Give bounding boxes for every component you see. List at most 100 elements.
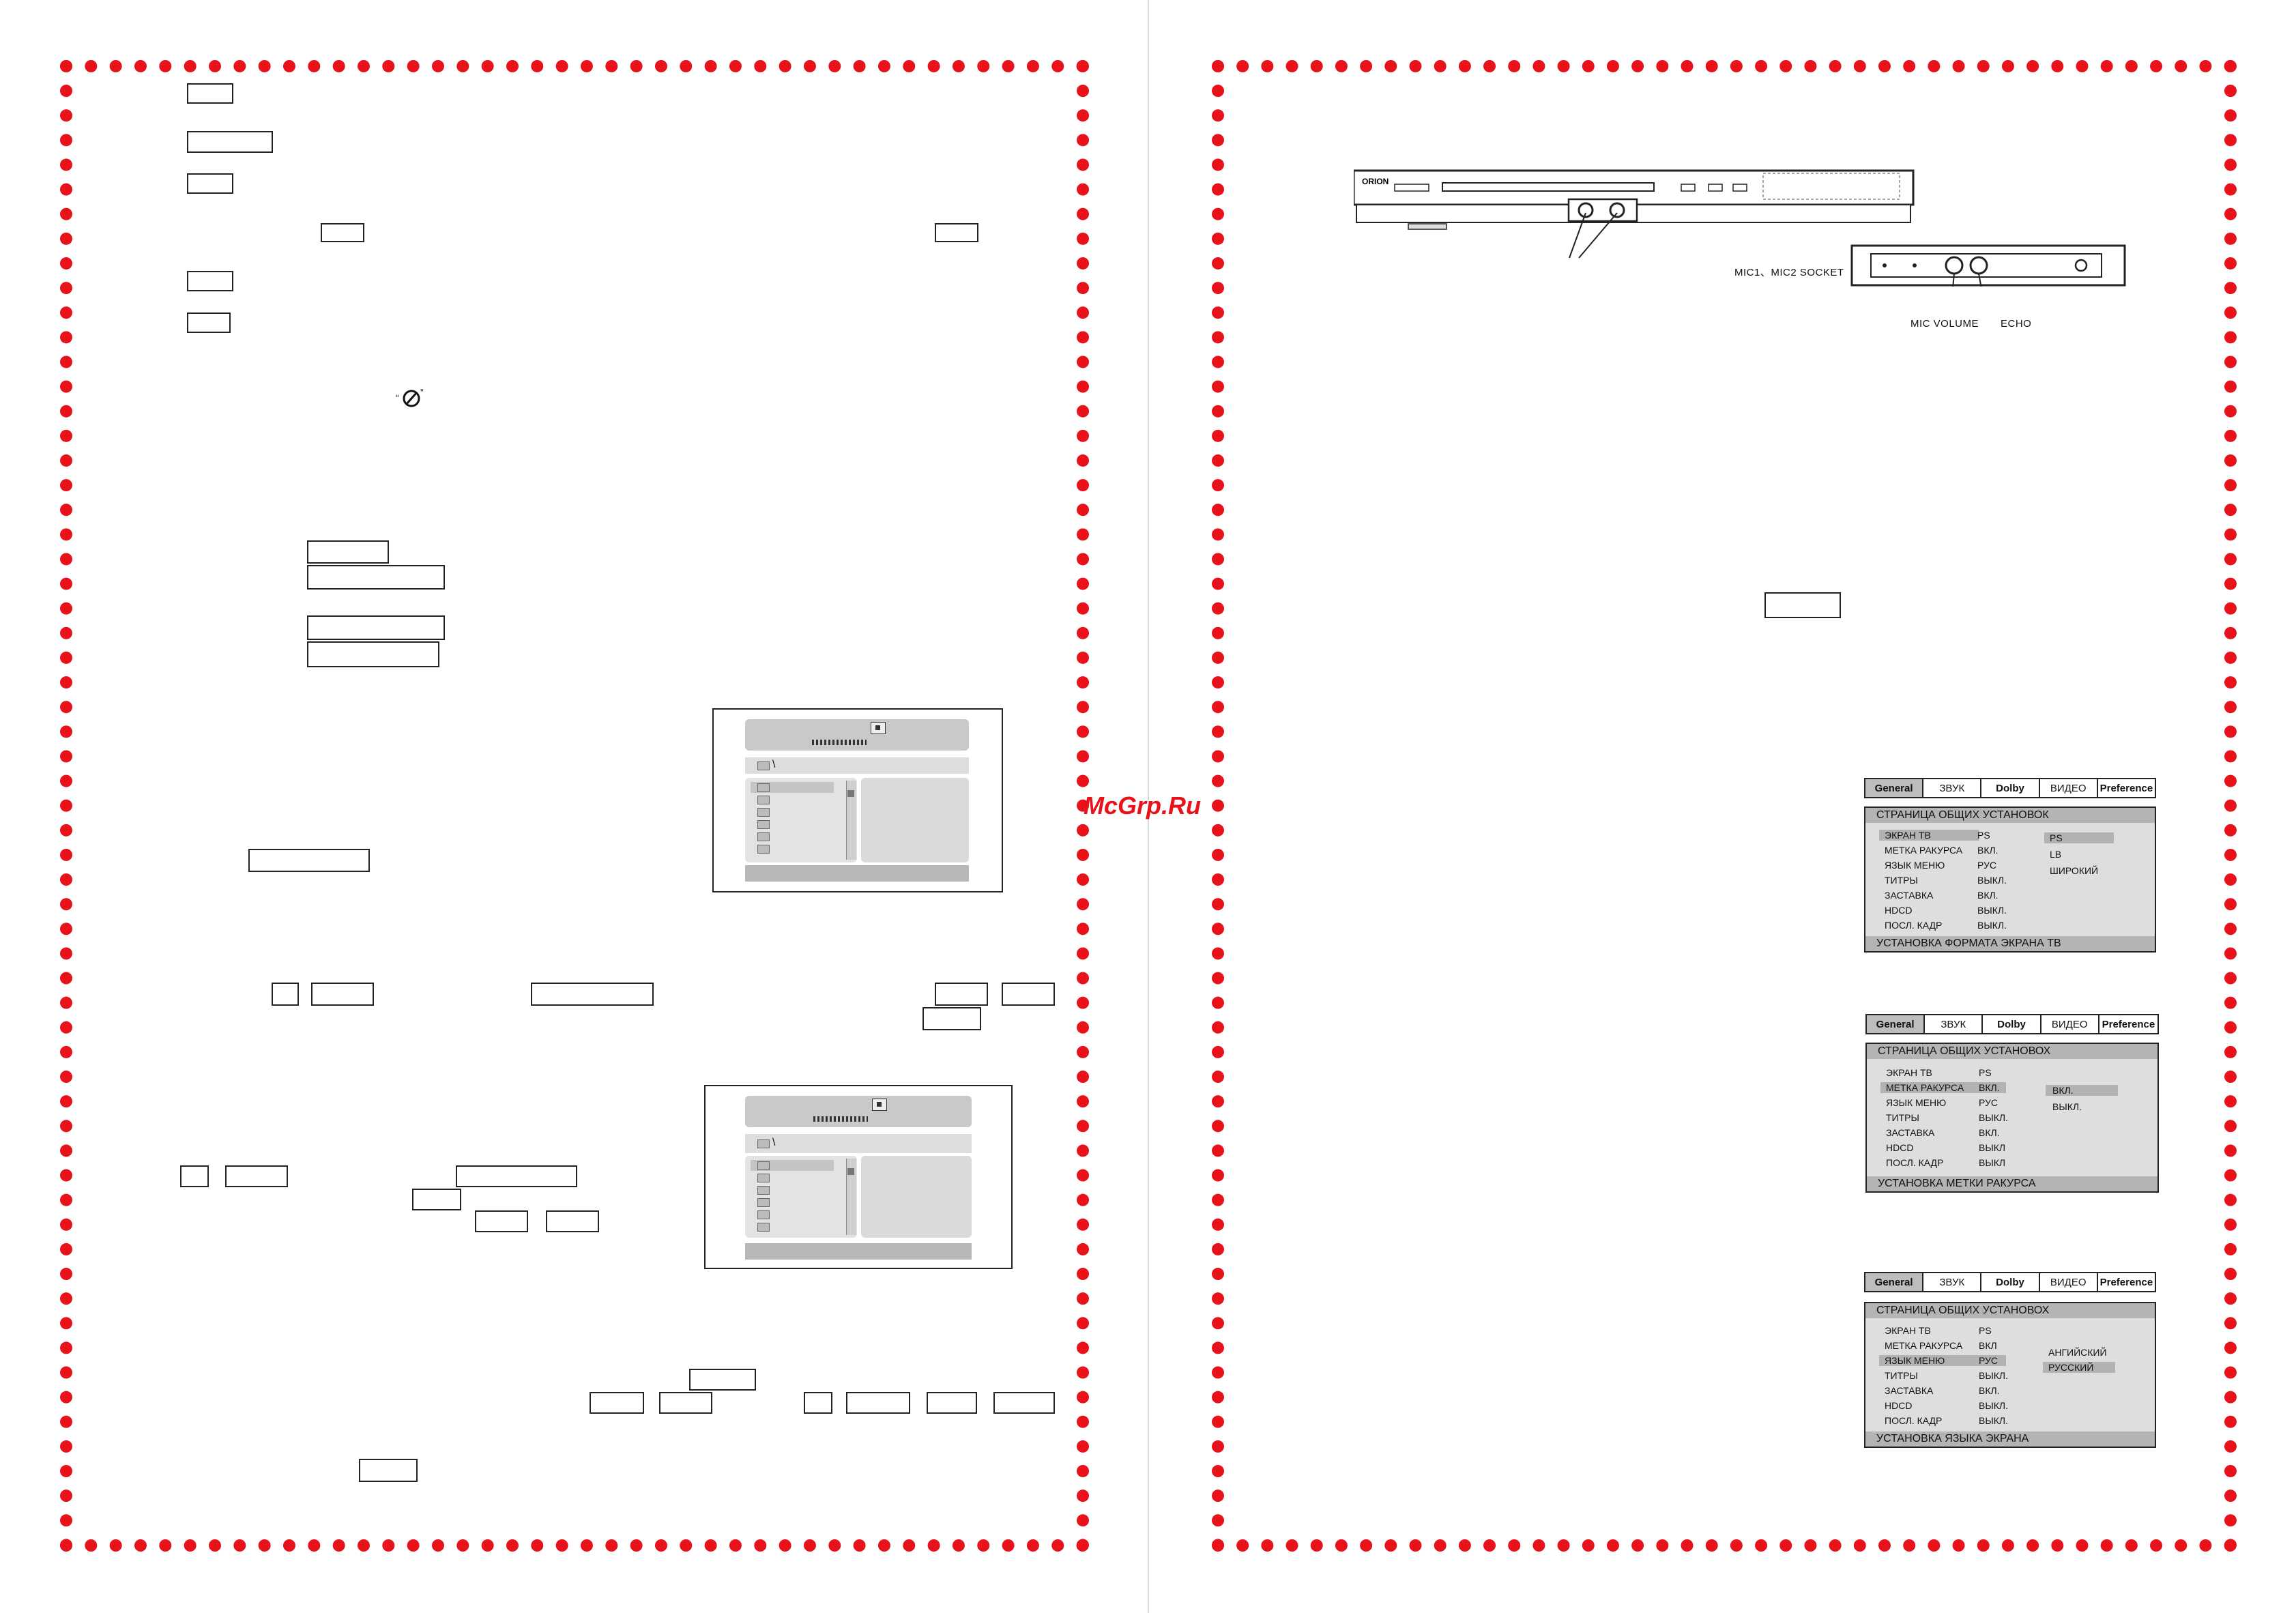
level-meter	[813, 1116, 868, 1122]
left-page-border	[60, 60, 1089, 1552]
tab-general[interactable]: General	[1865, 1273, 1924, 1291]
setup-option[interactable]: АНГИЙСКИЙ	[2048, 1347, 2107, 1358]
svg-text:”: ”	[420, 387, 424, 398]
tab-dolby[interactable]: Dolby	[1983, 1015, 2041, 1033]
folder-icon	[757, 1186, 770, 1195]
key-box	[475, 1210, 528, 1232]
setup-item-label[interactable]: ЭКРАН ТВ	[1879, 830, 1979, 841]
key-box	[225, 1165, 288, 1187]
folder-icon	[757, 820, 770, 829]
tab-sound[interactable]: ЗВУК	[1925, 1015, 1983, 1033]
setup-item-value: ВЫКЛ.	[1979, 1370, 2008, 1381]
tab-dolby[interactable]: Dolby	[1981, 779, 2040, 797]
setup-item-label[interactable]: ЗАСТАВКА	[1885, 1385, 1934, 1396]
setup-item-label[interactable]: HDCD	[1886, 1142, 1914, 1153]
tab-video[interactable]: ВИДЕО	[2040, 1273, 2098, 1291]
setup-item-label[interactable]: ТИТРЫ	[1886, 1112, 1919, 1123]
key-box	[846, 1392, 910, 1414]
setup-page-title: СТРАНИЦА ОБЩИХ УСТАНОВОХ	[1867, 1044, 2157, 1059]
setup-item-label[interactable]: ЗАСТАВКА	[1886, 1127, 1935, 1138]
setup-footer: УСТАНОВКА МЕТКИ РАКУРСА	[1867, 1176, 2157, 1191]
setup-item-value: ВКЛ.	[1976, 1082, 2006, 1093]
key-box	[935, 223, 978, 242]
svg-text:“: “	[396, 392, 399, 403]
setup-option[interactable]: ШИРОКИЙ	[2050, 865, 2099, 876]
setup-item-label[interactable]: ТИТРЫ	[1885, 1370, 1918, 1381]
brand-logo: ORION	[1362, 177, 1389, 186]
key-box	[307, 565, 445, 590]
setup-item-label[interactable]: ЭКРАН ТВ	[1886, 1067, 1932, 1078]
setup-item-label[interactable]: HDCD	[1885, 905, 1913, 916]
folder-icon	[757, 783, 770, 792]
key-box	[187, 131, 273, 153]
tab-preference[interactable]: Preference	[2099, 1276, 2153, 1288]
no-entry-icon: “ ”	[396, 386, 427, 411]
setup-option[interactable]: ВКЛ.	[2046, 1085, 2118, 1096]
setup-option[interactable]: РУССКИЙ	[2043, 1362, 2115, 1373]
setup-option[interactable]: ВЫКЛ.	[2052, 1101, 2082, 1112]
tab-general[interactable]: General	[1865, 779, 1924, 797]
setup-item-label[interactable]: ЭКРАН ТВ	[1885, 1325, 1931, 1336]
setup-item-value: РУС	[1979, 1097, 1999, 1108]
key-box	[307, 540, 389, 564]
setup-panel: СТРАНИЦА ОБЩИХ УСТАНОВОК ЭКРАН ТВ PS МЕТ…	[1864, 806, 2156, 953]
folder-icon	[757, 1161, 770, 1170]
selected-row	[751, 782, 834, 793]
setup-option[interactable]: LB	[2050, 849, 2062, 860]
setup-item-label[interactable]: ПОСЛ. КАДР	[1886, 1157, 1944, 1168]
setup-page-title: СТРАНИЦА ОБЩИХ УСТАНОВОК	[1865, 808, 2155, 823]
key-box	[187, 313, 231, 333]
folder-icon	[757, 761, 770, 770]
key-box	[187, 271, 233, 291]
folder-icon	[757, 1174, 770, 1182]
setup-item-value: ВЫКЛ.	[1979, 1400, 2008, 1411]
setup-item-label[interactable]: ТИТРЫ	[1885, 875, 1918, 886]
tab-video[interactable]: ВИДЕО	[2041, 1015, 2099, 1033]
setup-item-value: ВКЛ.	[1979, 1127, 2000, 1138]
browser-path: \	[772, 759, 776, 770]
setup-item-label[interactable]: HDCD	[1885, 1400, 1913, 1411]
setup-item-value: ВЫКЛ.	[1977, 920, 2007, 931]
setup-item-label[interactable]: ЯЗЫК МЕНЮ	[1885, 860, 1945, 871]
tab-preference[interactable]: Preference	[2102, 1018, 2155, 1030]
selected-row	[751, 1160, 834, 1171]
tab-sound[interactable]: ЗВУК	[1923, 779, 1982, 797]
setup-item-label[interactable]: МЕТКА РАКУРСА	[1880, 1082, 1976, 1093]
setup-item-value: PS	[1979, 1067, 1992, 1078]
setup-item-label[interactable]: ПОСЛ. КАДР	[1885, 1415, 1943, 1426]
setup-item-label[interactable]: МЕТКА РАКУРСА	[1885, 845, 1963, 856]
setup-item-label[interactable]: ЗАСТАВКА	[1885, 890, 1934, 901]
tab-video[interactable]: ВИДЕО	[2040, 779, 2098, 797]
browser-info-panel	[861, 778, 969, 862]
setup-item-value: ВЫКЛ.	[1977, 905, 2007, 916]
browser-bottom-bar	[745, 1243, 972, 1260]
key-box	[546, 1210, 599, 1232]
key-box	[1764, 592, 1841, 618]
level-meter	[812, 740, 867, 745]
folder-icon	[757, 845, 770, 854]
tab-preference[interactable]: Preference	[2099, 782, 2153, 794]
tab-sound[interactable]: ЗВУК	[1923, 1273, 1982, 1291]
key-box	[689, 1369, 756, 1391]
setup-option[interactable]: PS	[2044, 832, 2114, 843]
tab-general[interactable]: General	[1867, 1015, 1926, 1033]
setup-menu-1: General ЗВУК Dolby ВИДЕО Preference СТРА…	[1864, 778, 2157, 954]
scrollbar[interactable]	[846, 781, 856, 860]
key-box	[1002, 983, 1055, 1006]
setup-item-value: ВКЛ.	[1977, 890, 1999, 901]
setup-item-label[interactable]: ЯЗЫК МЕНЮ	[1886, 1097, 1947, 1108]
scrollbar[interactable]	[846, 1159, 856, 1235]
scrollbar-thumb[interactable]	[847, 1168, 854, 1175]
setup-footer: УСТАНОВКА ЯЗЫКА ЭКРАНА	[1865, 1432, 2155, 1447]
setup-item-value: ВЫКЛ.	[1977, 875, 2007, 886]
key-box	[531, 983, 654, 1006]
right-page-border	[1212, 60, 2237, 1552]
setup-item-label[interactable]: МЕТКА РАКУРСА	[1885, 1340, 1963, 1351]
setup-item-value: РУС	[1977, 860, 1997, 871]
setup-item-label[interactable]: ПОСЛ. КАДР	[1885, 920, 1943, 931]
setup-item-label[interactable]: ЯЗЫК МЕНЮ	[1879, 1355, 1976, 1366]
tab-dolby[interactable]: Dolby	[1981, 1273, 2040, 1291]
scrollbar-thumb[interactable]	[847, 790, 854, 797]
setup-tabs: General ЗВУК Dolby ВИДЕО Preference	[1864, 1272, 2156, 1292]
folder-icon	[757, 832, 770, 841]
